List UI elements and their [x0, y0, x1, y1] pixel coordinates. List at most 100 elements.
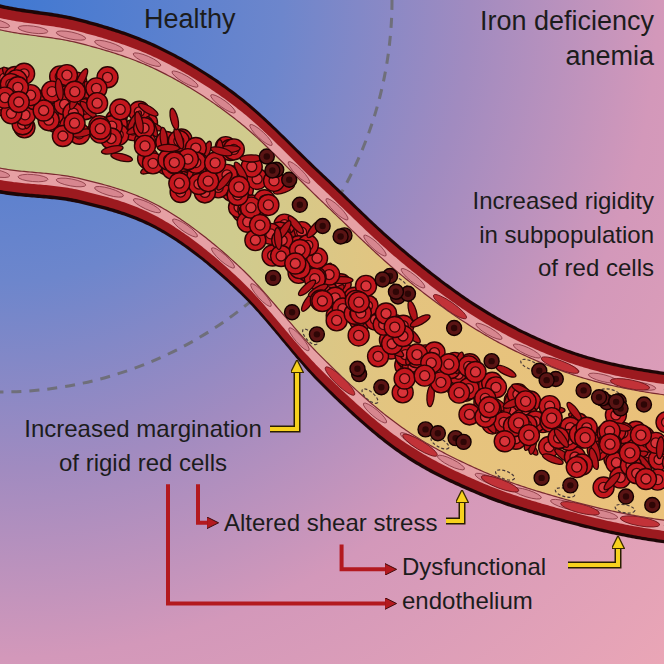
red-cell-center [70, 87, 80, 97]
rigid-cell-body [456, 434, 471, 449]
red-cell-center [250, 235, 260, 245]
red-cell-body [229, 176, 250, 197]
red-cell-center [454, 388, 464, 398]
red-cell-body [575, 427, 596, 448]
rigid-red-cell [292, 197, 307, 212]
rigid-red-cell [282, 172, 297, 187]
red-cell-center [92, 98, 102, 108]
effect-node: Increased margination of rigid red cells [18, 410, 268, 481]
leader-outline [568, 546, 618, 565]
red-cell-body [449, 382, 470, 403]
red-cell-center [95, 124, 105, 134]
red-cell-body [465, 361, 486, 382]
red-cell [168, 107, 180, 130]
rigid-cell-body [484, 354, 499, 369]
red-cell-center [91, 83, 101, 93]
rigid-cell-center [536, 368, 542, 374]
rigid-red-cell [350, 361, 365, 376]
rigid-cell-body [636, 397, 651, 412]
red-cell [515, 391, 536, 412]
red-cell-center [436, 377, 446, 387]
red-cell-center [605, 439, 615, 449]
red-cell-body [348, 292, 369, 313]
rigid-red-cell [333, 229, 348, 244]
effect-arrow [198, 484, 209, 523]
effect-arrow [168, 484, 387, 603]
red-cell [394, 368, 415, 389]
red-cell [210, 145, 233, 158]
rigid-red-cell [484, 354, 499, 369]
red-cell-side [656, 436, 664, 459]
red-cell-center [70, 118, 80, 128]
red-cell-body [169, 173, 190, 194]
red-cell-center [246, 203, 256, 213]
leader-arrow [446, 500, 462, 521]
red-cell-body [384, 317, 405, 338]
red-cell-center [246, 203, 256, 213]
rigid-cell-body [292, 197, 307, 212]
red-cell [250, 215, 271, 236]
red-cell-body [285, 253, 306, 274]
endothelial-cells [0, 16, 664, 533]
rigid-cell-center [451, 325, 457, 331]
red-cell [602, 471, 622, 492]
annotation-label: Increased rigidity in subpopulation of r… [461, 182, 656, 287]
red-cell [414, 365, 435, 386]
node-text: Increased margination of rigid red cells [20, 412, 266, 479]
rigid-cell-center [393, 289, 399, 295]
rigid-cell-center [460, 439, 466, 445]
rigid-red-cell [285, 305, 300, 320]
red-cell-center [263, 200, 273, 210]
red-cell-body [8, 92, 29, 113]
effect-arrow [342, 545, 387, 570]
red-cell-body [258, 194, 279, 215]
red-cell [274, 227, 283, 250]
panel-title: Healthy [142, 0, 238, 39]
rigid-cell-center [264, 153, 270, 159]
red-cell [619, 442, 640, 463]
red-cell [552, 427, 571, 449]
red-cell [133, 111, 145, 134]
vessel-lumen [0, 27, 664, 522]
leader-outline [446, 500, 462, 521]
rigid-cell-body [266, 270, 281, 285]
red-cell [285, 253, 306, 274]
node-text: Altered shear stress [224, 506, 437, 540]
rigid-red-cell [609, 394, 624, 409]
rigid-cell-body [259, 149, 274, 164]
red-cell-center [373, 351, 383, 361]
red-cell [348, 325, 369, 346]
red-cell-body [479, 397, 500, 418]
red-cell-center [148, 158, 158, 168]
red-cell-center [572, 462, 582, 472]
dysfunctional-endothelium [322, 291, 660, 529]
red-cell-center [484, 402, 494, 412]
red-cell [348, 292, 369, 313]
red-cell-center [662, 417, 664, 427]
red-cell-body [414, 365, 435, 386]
red-cell-body [348, 325, 369, 346]
rigid-cell-body [265, 163, 280, 178]
red-cell-body [656, 412, 664, 433]
rigid-cell-center [422, 426, 428, 432]
rigid-red-cell [315, 219, 330, 234]
red-cell-side [274, 227, 283, 250]
rigid-red-cell [374, 380, 389, 395]
red-cell [8, 92, 29, 113]
red-cell-center [169, 158, 179, 168]
red-cell-center [420, 371, 430, 381]
red-cell-body [566, 457, 587, 478]
rigid-cell-body [534, 470, 549, 485]
red-cell-side [133, 111, 145, 134]
red-cell-body [64, 113, 85, 134]
rigid-cell-center [337, 233, 343, 239]
rigid-cell-center [286, 177, 292, 183]
red-cell [635, 469, 656, 490]
red-cell [90, 118, 111, 139]
rigid-cell-center [538, 475, 544, 481]
red-cell-body [600, 434, 621, 455]
red-cell-center [390, 322, 400, 332]
red-cell-center [381, 309, 391, 319]
red-cell-center [255, 220, 265, 230]
